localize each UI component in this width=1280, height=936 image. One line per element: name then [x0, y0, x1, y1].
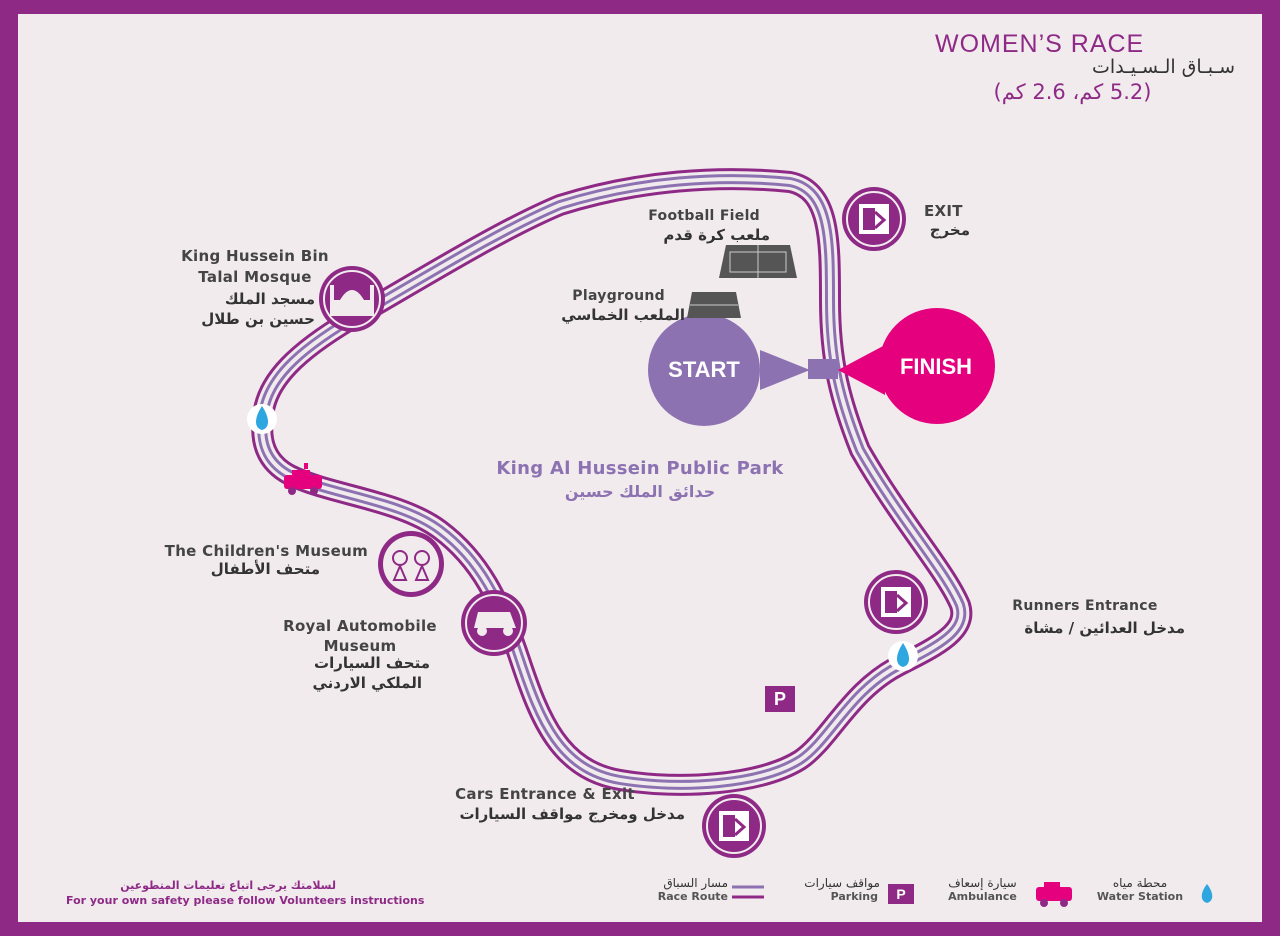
cars-entrance-label-ar: مدخل ومخرج مواقف السيارات [459, 805, 685, 823]
footer-ar: لسلامتك يرجى اتباع تعليمات المتطوعين [120, 879, 336, 892]
legend-parking-en: Parking [830, 890, 878, 903]
cars-entrance-label-en: Cars Entrance & Exit [455, 785, 635, 803]
cars-entrance-icon [702, 794, 766, 858]
football-field-label-ar: ملعب كرة قدم [663, 226, 770, 244]
mosque-label-en-line2: Talal Mosque [198, 268, 312, 286]
children-museum-label-en: The Children's Museum [164, 542, 368, 560]
children-icon [378, 531, 444, 597]
auto-museum-label-ar-line1: متحف السيارات [314, 654, 430, 672]
legend-parking-icon: P [888, 884, 914, 904]
legend-ambulance-en: Ambulance [948, 890, 1017, 903]
auto-museum-label-ar-line2: الملكي الاردني [312, 674, 422, 692]
runners-entrance-icon [864, 570, 928, 634]
finish-label: FINISH [899, 354, 973, 379]
legend-parking-ar: مواقف سيارات [804, 876, 880, 890]
title-ar: سـبـاق الـسـيـدات [1092, 56, 1235, 78]
start-finish-line [808, 359, 838, 379]
park-name-en: King Al Hussein Public Park [496, 458, 784, 479]
title-en: WOMEN’S RACE [935, 30, 1145, 58]
water-drop-icon [247, 404, 277, 434]
ambulance-icon [284, 463, 322, 495]
car-icon [461, 590, 527, 656]
runners-entrance-label-ar: مدخل العدائين / مشاة [1024, 619, 1185, 637]
water-drop-icon [888, 641, 918, 671]
legend-water-ar: محطة مياه [1112, 876, 1168, 890]
children-museum-label-ar: متحف الأطفال [210, 560, 320, 578]
runners-entrance-label-en: Runners Entrance [1012, 598, 1158, 614]
mosque-label-ar-line1: مسجد الملك [224, 290, 315, 308]
exit-label-ar: مخرج [929, 221, 970, 239]
auto-museum-label-en-line2: Museum [323, 637, 397, 655]
mosque-label-ar-line2: حسين بن طلال [201, 310, 315, 328]
playground-icon [687, 292, 741, 318]
legend-ambulance-ar: سيارة إسعاف [948, 876, 1017, 890]
footer-en: For your own safety please follow Volunt… [66, 894, 425, 907]
auto-museum-label-en-line1: Royal Automobile [283, 617, 437, 635]
finish-marker [838, 308, 995, 424]
park-name-ar: حدائق الملك حسين [564, 482, 716, 501]
mosque-label-en-line1: King Hussein Bin [181, 247, 329, 265]
legend-water-drop-icon [1201, 884, 1213, 903]
football-field-label-en: Football Field [648, 208, 760, 224]
legend-ambulance-icon [1036, 882, 1072, 907]
title-distance: (5.2 كم، 2.6 كم) [993, 80, 1152, 104]
map-frame [18, 14, 1262, 922]
exit-door-icon [842, 187, 906, 251]
mosque-icon [319, 266, 385, 332]
exit-label-en: EXIT [924, 202, 963, 220]
legend-route-icon [732, 885, 764, 899]
parking-marker: P [765, 686, 795, 712]
legend-water-en: Water Station [1096, 890, 1184, 903]
legend-route-ar: مسار السباق [663, 876, 728, 890]
playground-label-en: Playground [572, 288, 665, 304]
legend-route-en: Race Route [657, 890, 728, 903]
playground-label-ar: الملعب الخماسي [561, 306, 685, 324]
start-label: START [668, 357, 740, 382]
start-marker [648, 314, 810, 426]
football-field-icon [719, 245, 797, 278]
